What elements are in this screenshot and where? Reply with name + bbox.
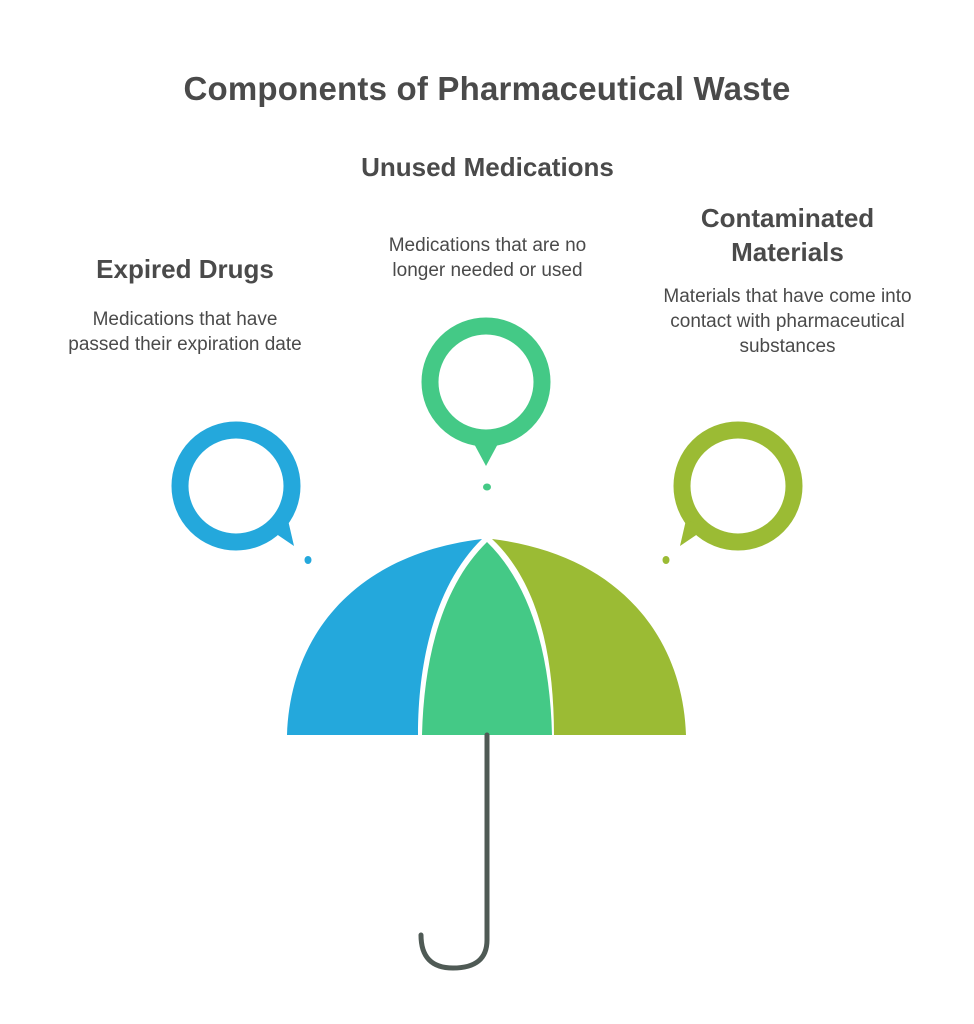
umbrella-canopy-icon — [287, 539, 686, 735]
page-title: Components of Pharmaceutical Waste — [183, 70, 791, 107]
canopy-panel-expired — [287, 539, 482, 735]
contaminated-materials-dot — [662, 556, 670, 564]
contaminated-materials-description: Materials that have come into contact wi… — [663, 286, 912, 357]
canopy-panel-contaminated — [492, 539, 686, 735]
expired-drugs-heading: Expired Drugs — [96, 254, 274, 284]
umbrella-handle-icon — [418, 732, 490, 971]
unused-medications-dot — [483, 483, 491, 491]
expired-drugs-dot — [304, 556, 312, 564]
unused-medications-bubble-icon — [421, 317, 551, 491]
expired-drugs-bubble-icon — [171, 421, 312, 564]
contaminated-materials-heading: Contaminated Materials — [700, 203, 875, 267]
unused-medications-heading: Unused Medications — [361, 152, 614, 182]
expired-drugs-description: Medications that have passed their expir… — [68, 309, 302, 355]
canopy-panel-unused — [422, 542, 552, 735]
contaminated-materials-bubble-icon — [662, 421, 803, 564]
unused-medications-description: Medications that are no longer needed or… — [388, 235, 587, 281]
